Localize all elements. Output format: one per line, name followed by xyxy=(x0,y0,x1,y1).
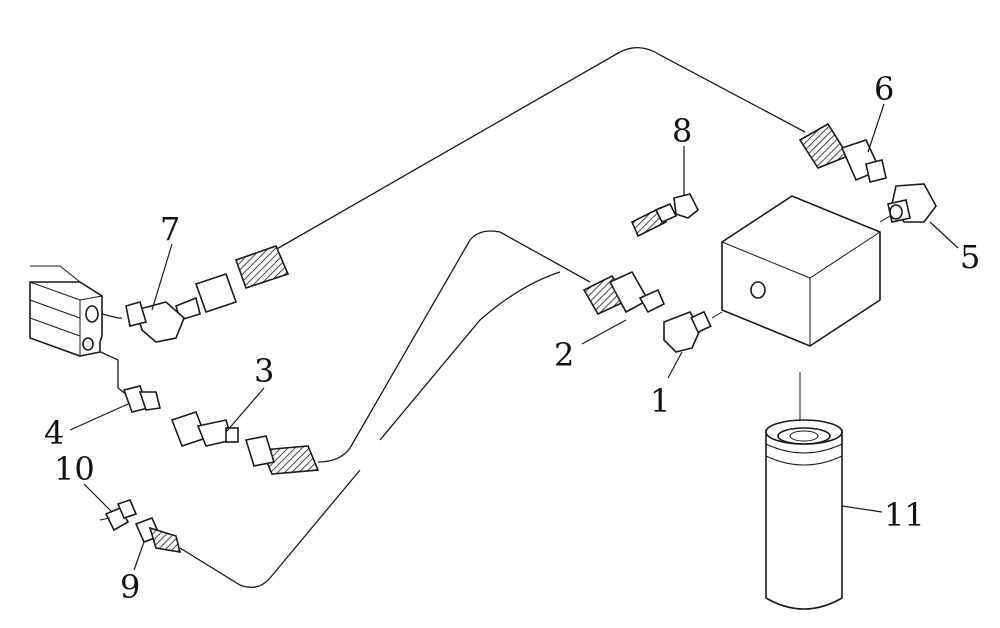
leader-2 xyxy=(581,319,627,345)
callout-3: 3 xyxy=(254,352,274,390)
leader-6 xyxy=(867,103,885,153)
leader-3 xyxy=(225,387,265,433)
callout-8: 8 xyxy=(672,112,692,150)
callout-11: 11 xyxy=(884,496,925,534)
leader-4 xyxy=(69,403,129,431)
leader-11 xyxy=(841,505,883,513)
callout-6: 6 xyxy=(874,70,894,108)
leader-lines xyxy=(69,103,959,571)
callout-4: 4 xyxy=(44,414,64,452)
callout-7: 7 xyxy=(160,210,180,248)
fitting-8-elbow xyxy=(630,193,700,238)
hose-lines xyxy=(87,47,806,588)
fitting-6-hose-end xyxy=(798,122,887,183)
callout-2: 2 xyxy=(554,336,574,374)
callout-5: 5 xyxy=(960,238,980,276)
leader-7 xyxy=(151,243,173,311)
hose-top xyxy=(274,47,806,251)
fitting-4-adapter xyxy=(122,385,161,413)
fitting-9-nipple xyxy=(134,516,182,553)
callout-9: 9 xyxy=(120,568,140,606)
filter-canister xyxy=(765,372,843,610)
fitting-5-elbow xyxy=(879,183,937,223)
hose-middle xyxy=(317,230,591,463)
callout-10: 10 xyxy=(54,450,95,488)
leader-5 xyxy=(929,221,959,249)
leader-9 xyxy=(133,541,145,571)
hose-lower xyxy=(179,271,561,588)
fitting-7-elbow-hose xyxy=(125,244,290,343)
cylinder-stub xyxy=(29,265,103,357)
fitting-10-elbow xyxy=(99,499,138,532)
fitting-1-elbow xyxy=(663,310,723,353)
leader-1 xyxy=(667,351,683,379)
callout-labels: 1 2 3 4 5 6 7 8 9 10 11 xyxy=(44,70,980,606)
leader-10 xyxy=(83,483,113,513)
callout-1: 1 xyxy=(650,382,670,420)
valve-block xyxy=(721,195,881,347)
fitting-2-hose-end xyxy=(582,270,666,316)
fitting-3-hose-end xyxy=(170,410,320,475)
cylinder-port-line xyxy=(87,345,129,397)
